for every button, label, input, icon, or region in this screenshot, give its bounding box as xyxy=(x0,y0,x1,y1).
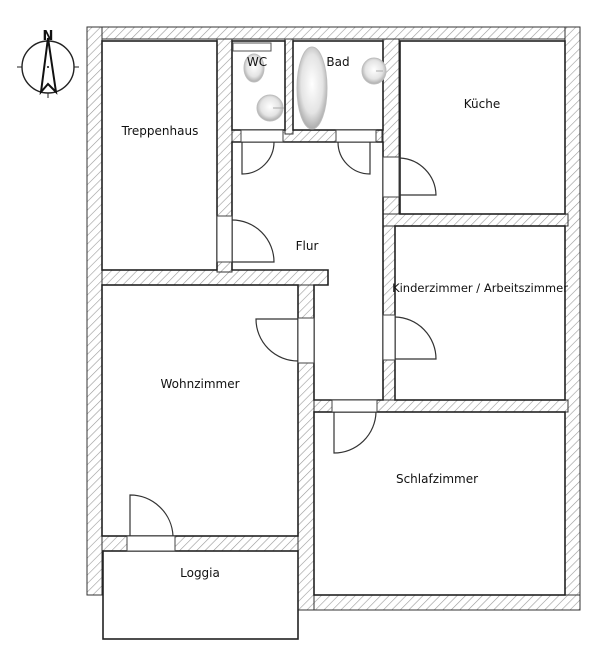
wall-treppenhaus-wohnzimmer xyxy=(101,269,329,286)
wall-wc-bad xyxy=(284,38,294,135)
door-loggia[interactable] xyxy=(129,494,174,537)
north-compass: N xyxy=(17,29,79,98)
room-flur xyxy=(231,141,384,401)
room-kueche xyxy=(399,40,566,215)
bathtub-icon xyxy=(296,46,328,130)
room-kinderzimmer xyxy=(394,225,566,401)
fixtures xyxy=(232,42,387,130)
opening-bad xyxy=(335,129,377,143)
label-schlafzimmer: Schlafzimmer xyxy=(395,472,479,486)
label-kinderzimmer: Kinderzimmer / Arbeitszimmer xyxy=(392,281,568,295)
opening-wc xyxy=(240,129,284,143)
door-wc[interactable] xyxy=(241,141,275,175)
doors xyxy=(129,141,437,537)
door-kinderzimmer[interactable] xyxy=(394,316,437,360)
room-loggia xyxy=(102,550,299,640)
outer-wall-left xyxy=(86,26,103,596)
door-wohnzimmer[interactable] xyxy=(255,318,299,362)
wall-kueche-kinderzimmer xyxy=(382,213,569,227)
compass-north-label: N xyxy=(43,29,54,44)
label-treppenhaus: Treppenhaus xyxy=(121,124,199,138)
door-bad[interactable] xyxy=(337,141,371,175)
label-flur: Flur xyxy=(295,239,319,253)
outer-wall-right xyxy=(564,26,581,611)
door-kueche[interactable] xyxy=(399,157,437,196)
label-wohnzimmer: Wohnzimmer xyxy=(160,377,240,391)
room-wohnzimmer xyxy=(101,284,299,537)
outer-wall-top xyxy=(86,26,581,40)
opening-kinderzimmer xyxy=(382,314,396,361)
outer-wall-bottom xyxy=(297,594,581,611)
label-wc: WC xyxy=(246,55,268,69)
opening-schlafzimmer xyxy=(331,399,378,413)
door-openings xyxy=(126,129,400,552)
door-treppenhaus[interactable] xyxy=(231,219,275,263)
bad-sink-icon xyxy=(361,57,387,85)
label-loggia: Loggia xyxy=(180,566,220,580)
label-kueche: Küche xyxy=(463,97,501,111)
wc-cistern xyxy=(232,42,272,52)
opening-kueche xyxy=(382,156,400,198)
compass-needle-icon xyxy=(39,37,58,96)
opening-loggia xyxy=(126,535,176,552)
toilet-icon xyxy=(243,53,265,83)
door-schlafzimmer[interactable] xyxy=(333,411,377,454)
room-schlafzimmer xyxy=(313,411,566,596)
label-bad: Bad xyxy=(326,55,350,69)
opening-treppenhaus xyxy=(216,215,233,263)
room-treppenhaus xyxy=(101,40,218,271)
opening-wohnzimmer xyxy=(297,317,315,364)
